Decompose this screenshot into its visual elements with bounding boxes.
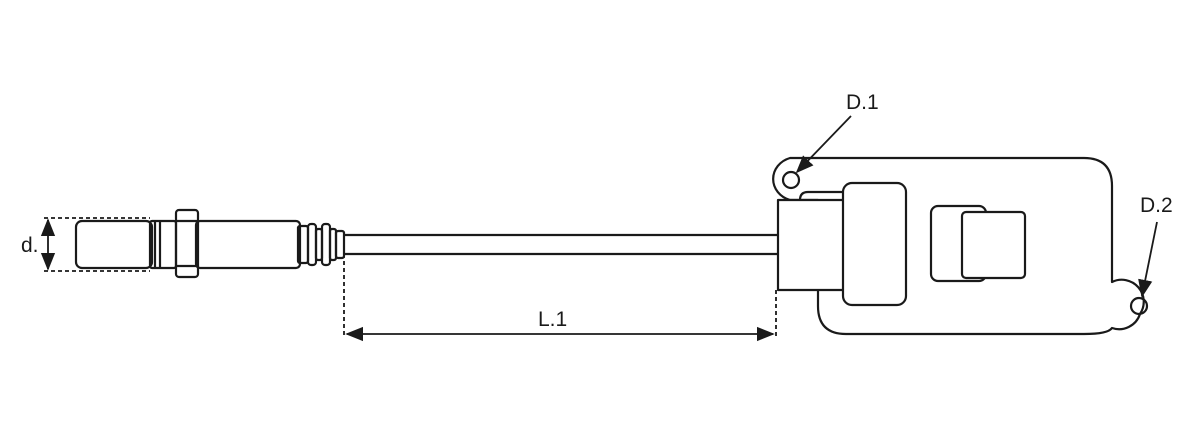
probe-ring — [320, 222, 332, 267]
callout-d2: D.2 — [1138, 194, 1173, 298]
label-d2: D.2 — [1140, 194, 1173, 217]
callout-d1: D.1 — [795, 91, 879, 174]
control-unit — [772, 156, 1149, 336]
connector-small-front — [960, 210, 1027, 280]
dimension-d: d. — [21, 217, 150, 272]
sensor-probe — [74, 208, 346, 279]
dimension-l1: L.1 — [343, 254, 777, 342]
callout-d1-arrow — [795, 115, 852, 174]
probe-ring — [306, 222, 318, 267]
connector-large — [841, 181, 908, 307]
hex-nut — [174, 208, 200, 279]
probe-tip — [74, 219, 154, 270]
sensor-cable — [344, 233, 778, 256]
label-l1: L.1 — [538, 308, 567, 331]
control-unit-housing — [772, 156, 1145, 336]
label-d1: D.1 — [846, 91, 879, 114]
label-d: d. — [21, 234, 39, 257]
mounting-hole-d2 — [1129, 296, 1149, 316]
mounting-hole-d1 — [781, 170, 801, 190]
callout-d2-arrow — [1138, 221, 1158, 298]
probe-body — [194, 219, 302, 270]
cable-boot — [776, 198, 846, 292]
